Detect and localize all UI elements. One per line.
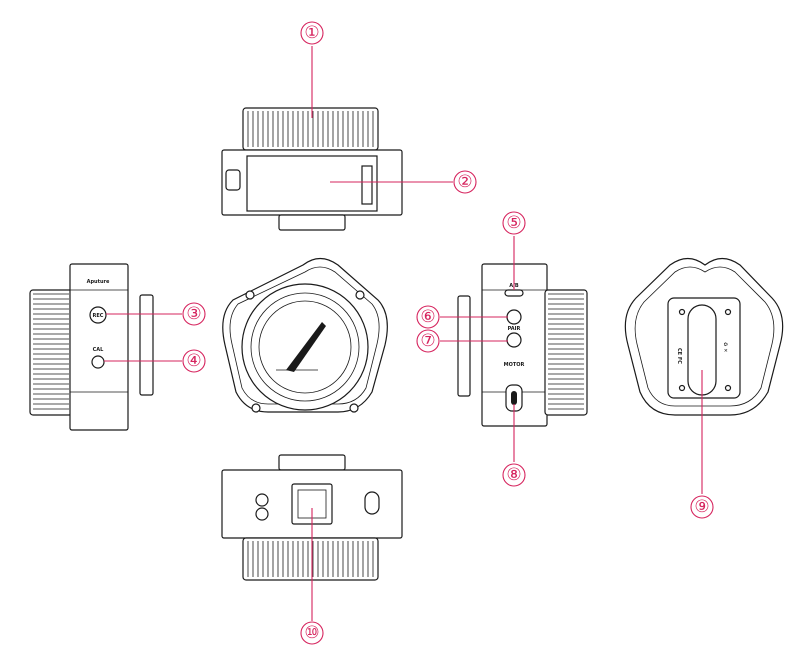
callout-2-circle — [453, 170, 477, 194]
latch-top — [361, 165, 373, 205]
rec-button — [89, 306, 107, 324]
focus-ring-bottom — [242, 537, 379, 581]
callout-9-label: ⑨ — [694, 497, 709, 517]
back-view: CE FC ♻ ✕ — [624, 257, 784, 416]
body-left — [69, 263, 129, 431]
callout-6-label: ⑥ — [420, 307, 435, 327]
focus-ring-ribs — [548, 293, 584, 410]
button-six — [506, 309, 522, 325]
mount-stud-bottom — [278, 454, 346, 471]
brand-label-left: Aputure — [87, 279, 110, 285]
top-view — [221, 107, 403, 231]
focus-ring-ribs — [247, 111, 374, 147]
callout-5-label: ⑤ — [506, 213, 521, 233]
left-view: Aputure REC CAL — [29, 263, 154, 431]
callout-3-circle — [182, 302, 206, 326]
pair-button-label: PAIR — [508, 326, 521, 332]
callout-8-circle — [502, 463, 526, 487]
focus-ring-ribs — [247, 541, 374, 577]
brand-logo-mark — [286, 322, 326, 372]
bottom-view — [221, 454, 403, 581]
callout-layer: ① ② ③ ④ ⑤ ⑥ ⑦ ⑧ ⑨ ⑩ — [104, 21, 714, 645]
motor-label: MOTOR — [504, 362, 525, 368]
mount-plate-left — [139, 294, 154, 396]
callout-1-circle — [300, 21, 324, 45]
cal-button — [91, 355, 105, 369]
side-clip-top — [225, 169, 241, 191]
callout-10-circle — [300, 621, 324, 645]
svg-text:CE FC: CE FC — [676, 348, 682, 364]
side-panel-top — [246, 155, 378, 212]
ab-switch — [504, 289, 524, 297]
right-view: A/B PAIR MOTOR — [457, 263, 588, 427]
callout-1-label: ① — [304, 23, 319, 43]
mount-plate-right — [457, 295, 471, 397]
pair-button — [506, 332, 522, 348]
rec-button-label: REC — [93, 313, 104, 319]
front-view — [222, 257, 388, 413]
callout-5-circle — [502, 211, 526, 235]
callout-9-circle — [690, 495, 714, 519]
svg-text:♻ ✕: ♻ ✕ — [722, 342, 728, 352]
cal-button-label: CAL — [93, 347, 105, 353]
callout-4-label: ④ — [186, 351, 201, 371]
callout-3-label: ③ — [186, 304, 201, 324]
focus-ring-ribs — [33, 293, 69, 410]
callout-10-label: ⑩ — [304, 623, 319, 643]
callout-4-circle — [182, 349, 206, 373]
mount-cap-inner — [250, 292, 360, 402]
callout-7-circle — [416, 329, 440, 353]
callout-6-circle — [416, 305, 440, 329]
mount-stud-top — [278, 214, 346, 231]
callout-8-label: ⑧ — [506, 465, 521, 485]
callout-2-label: ② — [457, 172, 472, 192]
callout-7-label: ⑦ — [420, 331, 435, 351]
